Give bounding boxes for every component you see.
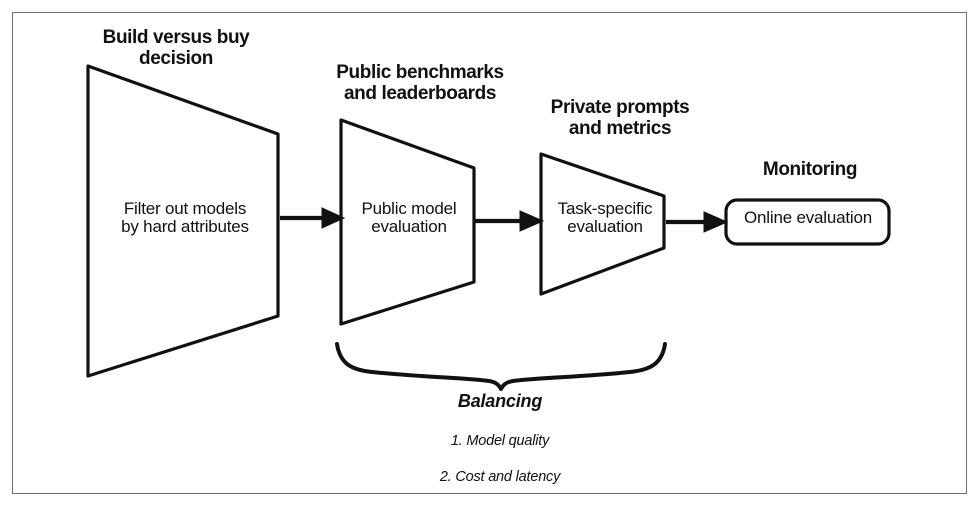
- brace-balancing: [335, 342, 667, 391]
- stage-body-public-model-evaluation: Public model evaluation: [361, 199, 457, 237]
- figure-border: [12, 12, 967, 494]
- balancing-list-item: 1. Model quality: [450, 433, 550, 450]
- arrow-group: [280, 207, 729, 233]
- stage-body-online-evaluation: Online evaluation: [744, 208, 872, 227]
- stage-title-online-evaluation: Monitoring: [762, 159, 858, 180]
- arrow-task-to-online: [666, 211, 729, 233]
- stage-body-task-specific-evaluation: Task-specific evaluation: [557, 199, 653, 237]
- arrow-build-to-public: [280, 207, 346, 229]
- balancing-list-item: 2. Cost and latency: [439, 469, 561, 486]
- balancing-list: 1. Model quality 2. Cost and latency 3. …: [400, 415, 600, 506]
- balancing-heading: Balancing: [457, 391, 543, 411]
- funnel-shape-task-specific-evaluation: [539, 152, 666, 296]
- arrow-public-to-task: [474, 210, 545, 232]
- balancing-list-item: 3. Ease of use: [400, 504, 600, 506]
- funnel-shape-public-model-evaluation: [339, 118, 476, 326]
- funnel-shape-build-versus-buy: [86, 64, 280, 378]
- stage-title-public-model-evaluation: Public benchmarks and leaderboards: [336, 62, 504, 104]
- stage-title-build-versus-buy: Build versus buy decision: [102, 27, 250, 69]
- stage-title-task-specific-evaluation: Private prompts and metrics: [550, 97, 690, 139]
- stage-body-build-versus-buy: Filter out models by hard attributes: [121, 199, 249, 237]
